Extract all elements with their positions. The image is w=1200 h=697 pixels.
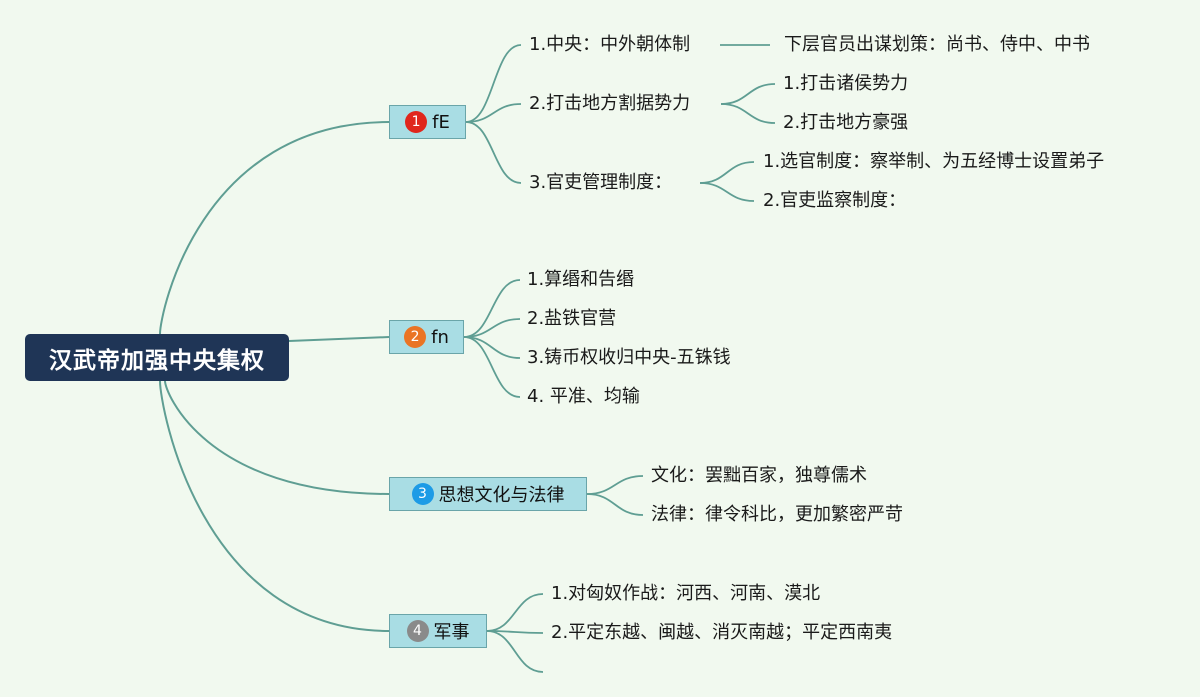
root-topic-label: 汉武帝加强中央集权 (49, 347, 265, 374)
subtopic-1-2[interactable]: 2.打击地方割据势力 (529, 93, 691, 114)
subtopic-3-2[interactable]: 法律：律令科比，更加繁密严苛 (651, 504, 903, 525)
subtopic-2-3[interactable]: 3.铸币权收归中央-五铢钱 (527, 347, 731, 368)
connector-1-1 (465, 44, 522, 123)
connector-1-3-1 (699, 161, 755, 184)
topic-4-label: 军事 (433, 622, 470, 643)
subtopic-4-2[interactable]: 2.平定东越、闽越、消灭南越；平定西南夷 (551, 622, 893, 643)
connector-root-topic-3 (164, 380, 390, 495)
topic-3-label: 思想文化与法律 (438, 485, 565, 506)
number-2-marker-icon: 2 (404, 326, 427, 348)
number-4-marker-icon: 4 (406, 620, 429, 642)
connector-2-3 (463, 336, 521, 359)
topic-2[interactable]: 2 fn (389, 320, 464, 354)
subtopic-1-3-1[interactable]: 1.选官制度：察举制、为五经博士设置弟子 (763, 151, 1105, 172)
connector-root-topic-2 (288, 336, 390, 342)
number-1-marker-icon: 1 (405, 111, 428, 133)
subtopic-1-2-2[interactable]: 2.打击地方豪强 (783, 112, 909, 133)
subtopic-1-2-1[interactable]: 1.打击诸侯势力 (783, 73, 909, 94)
topic-4[interactable]: 4 军事 (389, 614, 487, 648)
connector-1-3 (465, 121, 522, 184)
subtopic-1-3[interactable]: 3.官吏管理制度： (529, 172, 673, 193)
connector-root-topic-4 (159, 380, 390, 632)
subtopic-1-1-1[interactable]: 下层官员出谋划策：尚书、侍中、中书 (784, 34, 1090, 55)
connector-1-2-1 (720, 83, 776, 105)
connector-2-2 (463, 318, 521, 338)
number-3-marker-icon: 3 (411, 483, 434, 505)
root-topic[interactable]: 汉武帝加强中央集权 (25, 334, 289, 381)
connector-1-3-2 (699, 182, 755, 202)
connector-4-3 (486, 630, 544, 673)
subtopic-2-4[interactable]: 4. 平准、均输 (527, 386, 640, 407)
topic-1-label: fE (432, 111, 450, 133)
subtopic-4-1[interactable]: 1.对匈奴作战：河西、河南、漠北 (551, 583, 821, 604)
subtopic-1-1[interactable]: 1.中央：中外朝体制 (529, 34, 691, 55)
connector-root-topic-1 (159, 121, 390, 335)
connector-2-4 (463, 336, 521, 398)
connector-1-2-2 (720, 103, 776, 124)
subtopic-2-1[interactable]: 1.算缗和告缗 (527, 269, 635, 290)
subtopic-1-3-2[interactable]: 2.官吏监察制度： (763, 190, 907, 211)
connector-3-1 (586, 475, 644, 495)
topic-3[interactable]: 3 思想文化与法律 (389, 477, 587, 511)
connector-2-1 (463, 279, 521, 338)
topic-1[interactable]: 1 fE (389, 105, 466, 139)
connector-1-2 (465, 103, 522, 123)
connector-4-1 (486, 593, 544, 632)
subtopic-2-2[interactable]: 2.盐铁官营 (527, 308, 617, 329)
subtopic-3-1[interactable]: 文化：罢黜百家，独尊儒术 (651, 465, 867, 486)
connector-3-2 (586, 493, 644, 516)
topic-2-label: fn (431, 326, 449, 348)
